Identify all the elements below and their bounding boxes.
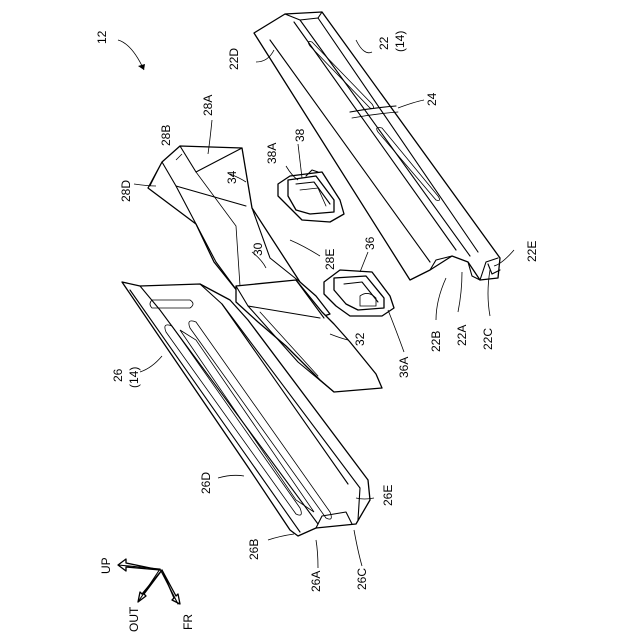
upper-rail-22	[254, 12, 500, 280]
label-26D: 26D	[199, 472, 213, 494]
axis-fr-label: FR	[181, 614, 195, 630]
label-28B: 28B	[159, 125, 173, 146]
label-22-sub: (14)	[393, 31, 407, 52]
label-30: 30	[251, 242, 265, 256]
label-36: 36	[363, 236, 377, 250]
label-22C: 22C	[481, 328, 495, 350]
label-38: 38	[293, 128, 307, 142]
label-32: 32	[353, 332, 367, 346]
label-12: 12	[95, 30, 109, 44]
label-22: 22	[377, 36, 391, 50]
label-26E: 26E	[381, 485, 395, 506]
label-26: 26	[111, 368, 125, 382]
label-26A: 26A	[309, 571, 323, 592]
axis-up-label: UP	[99, 557, 113, 574]
label-22E: 22E	[525, 241, 539, 262]
label-28D: 28D	[119, 180, 133, 202]
direction-indicator	[118, 559, 180, 604]
axis-out-label: OUT	[127, 606, 141, 632]
bracket-36	[324, 270, 394, 316]
label-38A: 38A	[265, 143, 279, 164]
label-22A: 22A	[455, 325, 469, 346]
label-34: 34	[225, 170, 239, 184]
bracket-38	[278, 170, 344, 222]
label-26B: 26B	[247, 539, 261, 560]
label-24: 24	[425, 92, 439, 106]
label-28E: 28E	[323, 249, 337, 270]
label-28A: 28A	[201, 95, 215, 116]
label-36A: 36A	[397, 357, 411, 378]
lower-rail-26	[122, 282, 370, 536]
label-22D: 22D	[227, 48, 241, 70]
label-26C: 26C	[355, 568, 369, 590]
label-26-sub: (14)	[127, 367, 141, 388]
label-22B: 22B	[429, 331, 443, 352]
